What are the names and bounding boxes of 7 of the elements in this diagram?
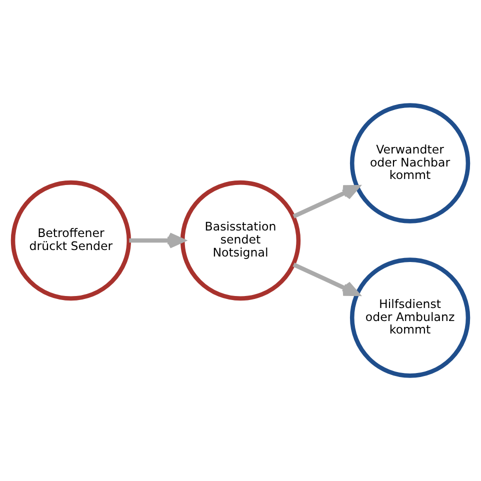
arrow [129,232,185,248]
arrow [292,262,360,296]
node-circle: Basisstation sendet Notsignal [180,180,301,301]
arrow [292,184,360,218]
node-circle: Verwandter oder Nachbar kommt [350,103,470,224]
node-circle: Betroffener drückt Sender [10,180,132,301]
node-circle: Hilfsdienst oder Ambulanz kommt [350,258,470,378]
